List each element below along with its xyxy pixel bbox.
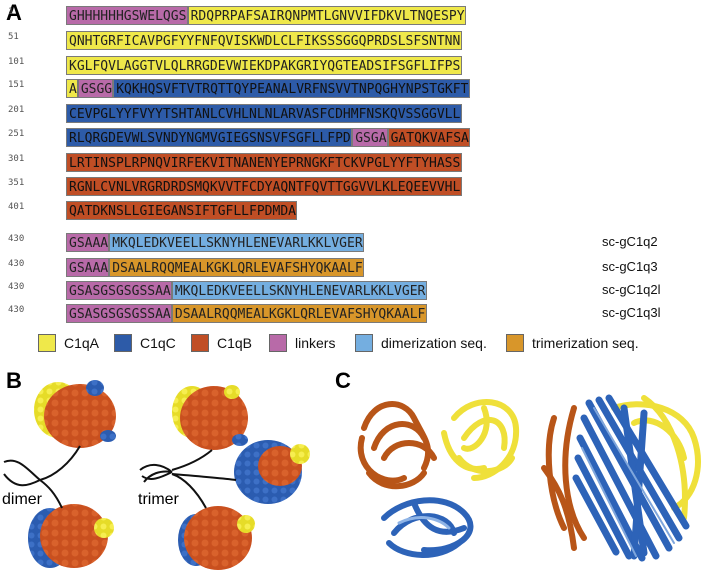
sequence-row: 51 QNHTGRFICAVPGFYYFNFQVISKWDLCLFIKSSSGGQ… [8,31,648,51]
legend-swatch-c1qb [191,334,209,352]
sequence-row: 351 RGNLCVNLVRGRDRDSMQKVVTFCDYAQNTFQVTTGG… [8,177,648,197]
residue-number: 430 [8,259,25,269]
residue-number: 51 [8,32,19,42]
legend-swatch-trimerization [506,334,524,352]
panel-label-a: A [6,0,22,25]
sequence-segment: KGLFQVLAGGTVLQLRRGDEVWIEKDPAKGRIYQGTEADS… [66,56,462,75]
construct-segment: GSAAA [66,233,110,252]
ribbon-left-view [357,399,520,558]
construct-segment: DSAALRQQMEALKGKLQRLEVAFSHYQKAALF [109,258,365,277]
sequence-segment: GATQKVAFSA [387,128,470,147]
label-dimer: dimer [2,491,43,508]
trimer-bottom-globule [178,506,255,570]
oligomer-diagram: dimer trimer [2,380,310,570]
residue-number: 430 [8,282,25,292]
trimer-top-globule [172,385,248,450]
residue-number: 351 [8,178,25,188]
dimer-top-globule [34,380,116,448]
legend-label-c1qb: C1qB [217,335,253,351]
residue-number: 201 [8,105,25,115]
sequence-segment: RGNLCVNLVRGRDRDSMQKVVTFCDYAQNTFQVTTGGVVL… [66,177,462,196]
legend-label-c1qa: C1qA [64,335,100,351]
trimer-right-globule [234,440,310,504]
construct-segment: GSAAA [66,258,110,277]
ribbon-right-view [541,394,701,562]
construct-name: sc-gC1q3 [602,259,658,274]
sequence-segment: GSGA [352,128,388,147]
sequence-segment: A [66,79,78,98]
sequence-segment: GSGG [77,79,114,98]
sequence-segment: KQKHQSVFTVTRQTTQYPEANALVRFNSVVTNPQGHYNPS… [113,79,470,98]
legend-swatch-linkers [269,334,287,352]
sequence-row: 401 QATDKNSLLGIEGANSIFTGFLLFPDMDA [8,201,648,221]
legend-swatch-c1qc [114,334,132,352]
sequence-segment: RLQRGDEVWLSVNDYNGMVGIEGSNSVFSGFLLFPD [66,128,353,147]
construct-segment: MKQLEDKVEELLSKNYHLENEVARLKKLVGER [109,233,365,252]
construct-segment: MKQLEDKVEELLSKNYHLENEVARLKKLVGER [171,281,427,300]
sequence-row: 301 LRTINSPLRPNQVIRFEKVITNANENYEPRNGKFTCK… [8,153,648,173]
residue-number: 151 [8,80,25,90]
sequence-segment: RDQPRPAFSAIRQNPMTLGNVVIFDKVLTNQESPY [187,6,466,25]
residue-number: 251 [8,129,25,139]
panel-label-c: C [335,368,351,393]
dimer-stalks [3,445,81,509]
legend-swatch-dimerization [355,334,373,352]
legend-swatch-c1qa [38,334,56,352]
construct-name: sc-gC1q3l [602,305,661,320]
panel-label-b: B [6,368,22,393]
construct-segment: GSASGSGSGSSAA [66,304,172,323]
sequence-segment: CEVPGLYYFVYYTSHTANLCVHLNLNLARVASFCDHMFNS… [66,104,462,123]
sequence-row: 201 CEVPGLYYFVYYTSHTANLCVHLNLNLARVASFCDHM… [8,104,648,124]
construct-name: sc-gC1q2l [602,282,661,297]
construct-name: sc-gC1q2 [602,234,658,249]
sequence-segment: LRTINSPLRPNQVIRFEKVITNANENYEPRNGKFTCKVPG… [66,153,462,172]
residue-number: 301 [8,154,25,164]
sequence-segment: QNHTGRFICAVPGFYYFNFQVISKWDLCLFIKSSSGGQPR… [66,31,462,50]
sequence-segment: QATDKNSLLGIEGANSIFTGFLLFPDMDA [66,201,298,220]
residue-number: 430 [8,305,25,315]
sequence-segment: GHHHHHHGSWELQGS [66,6,188,25]
legend-label-trimerization: trimerization seq. [532,335,639,351]
label-trimer: trimer [138,491,180,508]
residue-number: 430 [8,234,25,244]
dimer-bottom-globule [28,504,114,568]
residue-number: 1 [8,7,14,17]
legend-label-c1qc: C1qC [140,335,176,351]
legend-label-dimerization: dimerization seq. [381,335,487,351]
construct-segment: GSASGSGSGSSAA [66,281,172,300]
residue-number: 401 [8,202,25,212]
ribbon-structures [357,394,701,562]
construct-segment: DSAALRQQMEALKGKLQRLEVAFSHYQKAALF [171,304,427,323]
residue-number: 101 [8,57,25,67]
sequence-row: 101 KGLFQVLAGGTVLQLRRGDEVWIEKDPAKGRIYQGTE… [8,56,648,76]
legend-label-linkers: linkers [295,335,336,351]
trimer-stalks [139,449,237,509]
